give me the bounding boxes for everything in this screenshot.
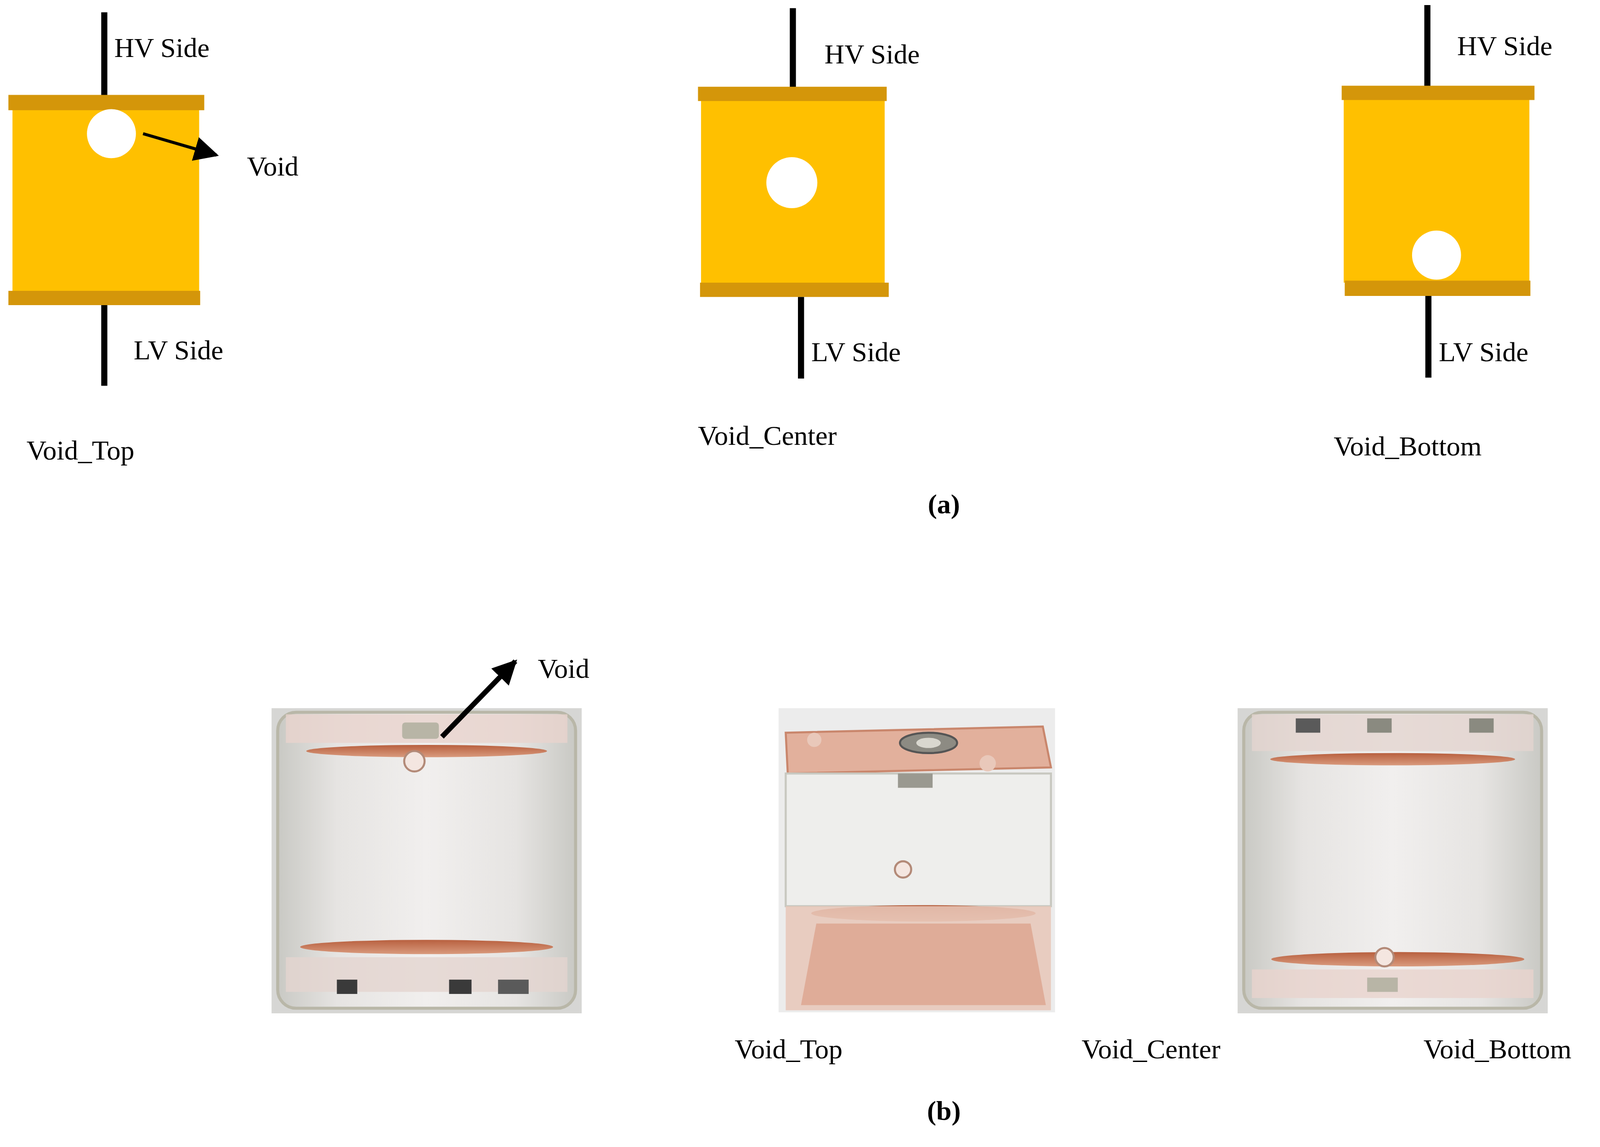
- part-label: LV Side: [1438, 335, 1529, 369]
- part-label: Void: [247, 149, 299, 183]
- part-label: Void_Bottom: [1423, 1032, 1572, 1066]
- part-label: Void_Center: [697, 418, 837, 453]
- part-label: Void_Center: [1081, 1032, 1221, 1066]
- part-label: LV Side: [133, 333, 224, 367]
- part-label: HV Side: [1457, 29, 1553, 63]
- part-label: Void_Top: [26, 433, 135, 467]
- panel-label: (a): [927, 487, 961, 521]
- part-label: HV Side: [824, 37, 920, 71]
- photo-void-center: [778, 707, 1056, 1013]
- photo-void-top: [271, 661, 582, 1013]
- part-label: HV Side: [114, 31, 210, 65]
- panel-label: (b): [927, 1093, 961, 1127]
- part-label: LV Side: [811, 335, 901, 369]
- test-object-top: [8, 12, 217, 386]
- part-label: Void: [537, 651, 590, 685]
- part-label: Void_Top: [734, 1032, 843, 1066]
- photo-void-bottom: [1237, 707, 1569, 1013]
- part-label: Void_Bottom: [1333, 429, 1482, 463]
